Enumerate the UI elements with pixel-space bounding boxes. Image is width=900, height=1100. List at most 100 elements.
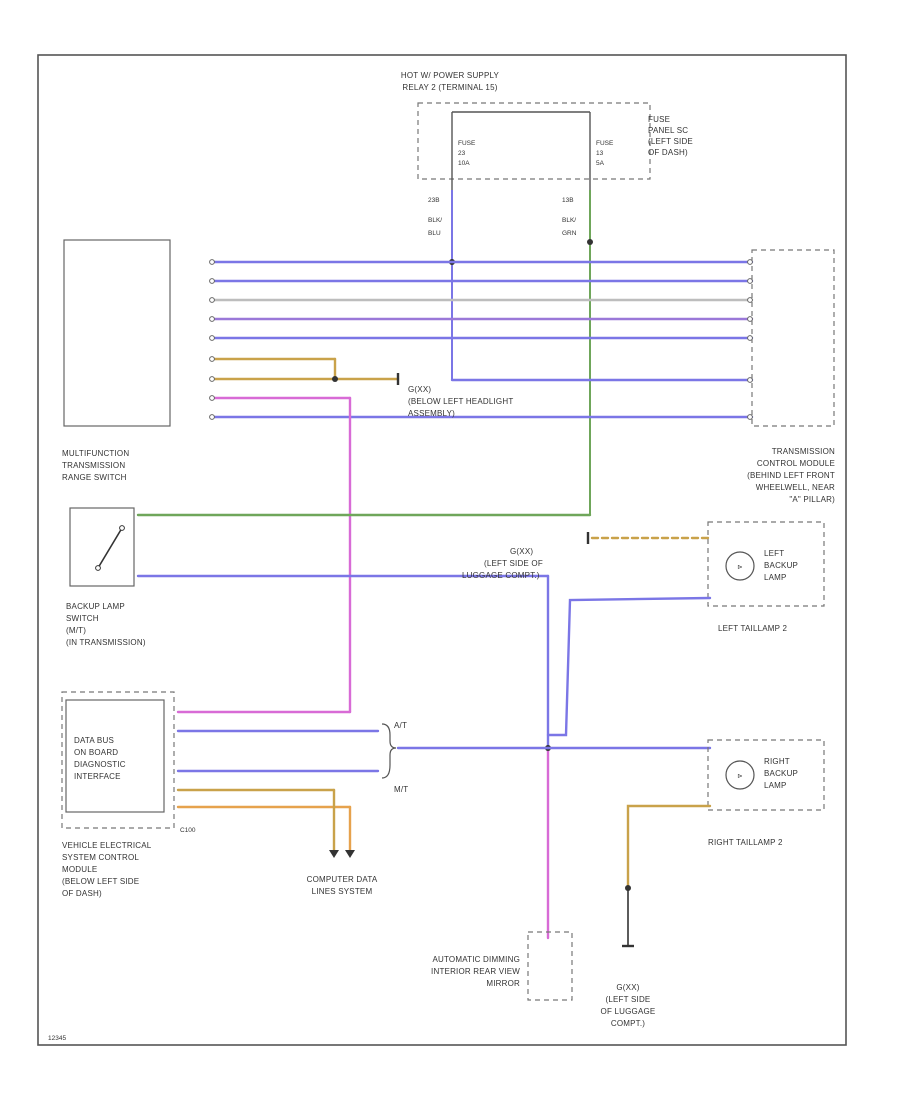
wire-blu-blk-left-lamp [546,596,712,737]
pin-icon [747,297,753,303]
ground-luggage-top-label-2: (LEFT SIDE OF [484,559,543,568]
data-bus-box [61,691,175,829]
backup-switch-label: BACKUP LAMP [66,602,125,611]
right-backup-lamp-label-2: BACKUP [764,769,798,778]
pin-icon [209,376,215,382]
mt-label: M/T [394,785,408,794]
pin-icon [209,335,215,341]
pin-icon [747,377,753,383]
ground-luggage-bottom-label-2: (LEFT SIDE [606,995,651,1004]
connector-c100-label: C100 [180,827,196,834]
pin-icon [747,335,753,341]
splice-dot [332,376,338,382]
wire-label-blk-blu-2: BLK/ [428,217,442,224]
right-taillamp-label: RIGHT TAILLAMP 2 [708,838,783,847]
splice-dot [587,239,593,245]
mfr-switch-box [63,239,171,427]
tcm-pins [747,259,753,420]
mirror-label-2: INTERIOR REAR VIEW [431,967,520,976]
pin-icon [747,278,753,284]
mirror-label-3: MIRROR [486,979,520,988]
mfr-switch-pins [209,259,215,420]
fuse-13-label: FUSE [596,140,614,147]
vesc-label-4: (BELOW LEFT SIDE [62,877,139,886]
fuse-23-num: 23 [458,150,466,157]
tcm-box [751,249,835,427]
tcm-label-2: CONTROL MODULE [757,459,835,468]
pin-icon [209,259,215,265]
ground-luggage-top-label-3: LUGGAGE COMPT.) [462,571,540,580]
pin-icon [747,316,753,322]
mfr-switch-label: MULTIFUNCTION [62,449,129,458]
fuse-13-num: 13 [596,150,604,157]
switch-contact-icon [119,525,125,531]
fuse-13-amps: 5A [596,160,605,167]
data-bus-inner-box [65,699,165,813]
pin-icon [209,297,215,303]
computer-data-label-2: LINES SYSTEM [312,887,373,896]
at-mt-bracket [381,723,397,779]
wire-label-blk-grn-2: BLK/ [562,217,576,224]
ground-luggage-bottom-label: G(XX) [616,983,639,992]
lamp-icon [725,551,755,581]
fuse-panel-label-2: PANEL SC [648,126,688,135]
at-label: A/T [394,721,407,730]
vesc-label: VEHICLE ELECTRICAL [62,841,152,850]
arrow-icon [329,850,339,858]
lamp-icon-glyph: ⊳ [737,773,743,780]
tcm-label-4: WHEELWELL, NEAR [756,483,835,492]
mirror-box [527,931,573,1001]
tcm-label: TRANSMISSION [772,447,835,456]
wire-label-blk-blu: 23B [428,197,440,204]
pin-icon [747,414,753,420]
diagram-frame [37,54,847,1046]
vesc-label-2: SYSTEM CONTROL [62,853,139,862]
fuse-panel-label-4: OF DASH) [648,148,688,157]
ground-headlight-label-2: (BELOW LEFT HEADLIGHT [408,397,513,406]
data-bus-label: DATA BUS [74,736,114,745]
fuse-panel-label: FUSE [648,115,670,124]
data-bus-label-4: INTERFACE [74,772,121,781]
wire-label-blk-grn: 13B [562,197,574,204]
backup-switch-label-4: (IN TRANSMISSION) [66,638,146,647]
mfr-switch-label-2: TRANSMISSION [62,461,125,470]
power-supply-label-2: RELAY 2 (TERMINAL 15) [402,83,497,92]
pin-icon [209,395,215,401]
fuse-23-label: FUSE [458,140,476,147]
left-backup-lamp-label-3: LAMP [764,573,787,582]
pin-icon [747,259,753,265]
ground-headlight-label-3: ASSEMBLY) [408,409,455,418]
left-backup-lamp-box [707,521,825,607]
switch-icon [97,527,123,569]
data-bus-label-3: DIAGNOSTIC [74,760,126,769]
fuse-23-amps: 10A [458,160,470,167]
vesc-label-3: MODULE [62,865,97,874]
pin-icon [209,278,215,284]
tcm-label-5: "A" PILLAR) [789,495,835,504]
data-bus-label-2: ON BOARD [74,748,118,757]
ground-luggage-bottom-label-4: COMPT.) [611,1019,645,1028]
wire-brn-right-lamp [626,804,712,890]
ground-headlight-label: G(XX) [408,385,431,394]
footer-id: 12345 [48,1035,66,1042]
ground-luggage-bottom-label-3: OF LUGGAGE [601,1007,656,1016]
lamp-icon [725,760,755,790]
wire-label-blk-grn-3: GRN [562,230,577,237]
switch-contact-icon [95,565,101,571]
bus-wires [213,260,754,419]
ground-luggage-top-label: G(XX) [510,547,533,556]
left-taillamp-label: LEFT TAILLAMP 2 [718,624,787,633]
right-backup-lamp-label: RIGHT [764,757,790,766]
pin-icon [209,316,215,322]
right-backup-lamp-box [707,739,825,811]
tcm-label-3: (BEHIND LEFT FRONT [747,471,835,480]
backup-switch-box [69,507,135,587]
wire-label-blk-blu-3: BLU [428,230,441,237]
power-supply-label: HOT W/ POWER SUPPLY [401,71,500,80]
fuse-panel-box [417,102,651,180]
backup-switch-label-3: (M/T) [66,626,86,635]
computer-data-label: COMPUTER DATA [307,875,378,884]
pin-icon [209,356,215,362]
arrow-icon [345,850,355,858]
